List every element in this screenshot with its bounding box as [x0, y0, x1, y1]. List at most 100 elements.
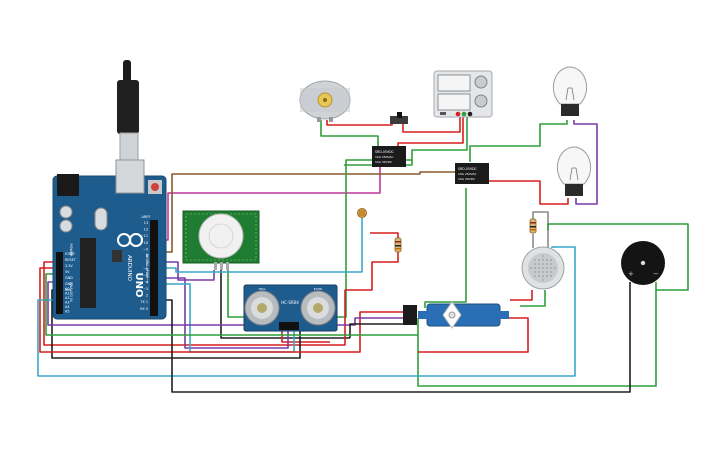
servo-body — [426, 303, 501, 327]
pin-label-digital_pins: RX 0 — [140, 307, 148, 311]
usb-cable-tip — [123, 60, 131, 84]
grille-dot — [534, 263, 536, 265]
grille-dot — [542, 275, 544, 277]
light-bulb-1[interactable] — [552, 66, 588, 116]
svg-text:SRD-05VDC: SRD-05VDC — [375, 150, 395, 154]
digital-header — [150, 220, 158, 316]
pin-label-digital_pins: ~6 — [143, 267, 148, 271]
arduino-aref-label: AREF — [141, 215, 150, 219]
atmega-chip — [80, 238, 96, 308]
svg-text:SRD-05VDC: SRD-05VDC — [458, 167, 478, 171]
pin-label-power_pins: GND — [65, 282, 73, 286]
ultrasonic-sensor[interactable]: HC-SR04 TRIG ECHO — [243, 284, 338, 332]
grille-dot — [534, 271, 536, 273]
wire-sound-blue — [37, 246, 576, 377]
grille-dot — [538, 271, 540, 273]
pin-label-digital_pins: 12 — [144, 228, 148, 232]
grille-dot — [546, 267, 548, 269]
bulb-base — [561, 104, 579, 116]
ultrasonic-trig-label: TRIG — [257, 287, 266, 291]
ultrasonic-transducer-right — [300, 290, 336, 326]
usb-cable — [117, 80, 139, 134]
sound-sensor[interactable] — [521, 246, 565, 290]
servo-connector — [403, 305, 417, 325]
bulb-glass — [552, 66, 588, 105]
wire-pir-purple — [160, 261, 215, 281]
svg-text:10A 30VDC: 10A 30VDC — [375, 160, 392, 164]
slide-switch[interactable] — [390, 112, 408, 124]
grille-dot — [534, 259, 536, 261]
microphone-grille — [530, 255, 556, 281]
arduino-brand: ARDUINO — [126, 255, 132, 282]
pin-label-power_pins: IOREF — [65, 252, 75, 256]
ultrasonic-model: HC-SR04 — [281, 300, 299, 305]
grille-dot — [534, 275, 536, 277]
grille-dot — [550, 275, 552, 277]
piezo-buzzer[interactable]: + − — [621, 241, 665, 285]
pin-label-analog_pins: A1 — [65, 292, 69, 296]
wires — [37, 115, 689, 393]
arduino-pin-labels: IOREFRESET3.3V5VGNDGNDVinA0A1A2A3A4A5131… — [65, 221, 148, 314]
wire-sound-red — [510, 290, 533, 301]
dc-motor[interactable] — [299, 80, 351, 122]
pin-label-digital_pins: ~3 — [143, 287, 148, 291]
pin-label-digital_pins: ~11 — [141, 234, 148, 238]
grille-dot — [550, 267, 552, 269]
wire-switch-to-supply — [402, 115, 461, 133]
pin-label-power_pins: 5V — [65, 270, 70, 274]
wire-pir-black — [220, 270, 350, 339]
wire-arduino-green-left — [45, 273, 418, 336]
ultrasonic-transducer-left — [244, 290, 280, 326]
wire-supply-green — [404, 115, 468, 161]
wire-motor-ground — [320, 120, 379, 150]
relay-1[interactable]: SRD-05VDC 10A 250VAC 10A 30VDC — [372, 146, 406, 167]
wire-ldr-red — [370, 232, 399, 240]
light-bulb-2[interactable] — [556, 146, 592, 196]
grille-dot — [534, 267, 536, 269]
grille-dot — [550, 271, 552, 273]
servo-motor[interactable] — [403, 301, 509, 329]
photoresistor[interactable] — [357, 208, 367, 218]
pin-label-power_pins: 3.3V — [65, 264, 73, 268]
wire-us-red — [281, 330, 330, 343]
resistor-ldr — [394, 237, 402, 253]
grille-dot — [542, 259, 544, 261]
arduino-model: UNO — [133, 273, 144, 298]
grille-dot — [542, 267, 544, 269]
wire-buzzer-black — [160, 282, 631, 393]
grille-dot — [550, 263, 552, 265]
dc-power-supply[interactable] — [433, 70, 493, 118]
relay-2[interactable]: SRD-05VDC 10A 250VAC 10A 30VDC — [455, 163, 489, 184]
pin-label-digital_pins: 4 — [146, 280, 148, 284]
arduino-uno[interactable]: ARDUINO UNO DIGITAL (PWM~) POWER ANALOG … — [52, 60, 167, 320]
pin-label-digital_pins: ~5 — [143, 274, 148, 278]
svg-text:10A 30VDC: 10A 30VDC — [458, 177, 475, 181]
pin-label-analog_pins: A4 — [65, 305, 69, 309]
switch-knob[interactable] — [397, 112, 402, 118]
pin-label-digital_pins: TX 1 — [139, 300, 148, 304]
bulb-glass — [556, 146, 592, 185]
usb-connector-metal — [119, 132, 139, 164]
pin-label-digital_pins: 2 — [146, 294, 148, 298]
pin-label-digital_pins: 13 — [144, 221, 148, 225]
wire-servo-red — [39, 267, 405, 353]
wire-lamp1-green — [469, 120, 568, 162]
svg-text:10A 250VAC: 10A 250VAC — [375, 155, 394, 159]
pir-sensor[interactable] — [182, 210, 260, 270]
pin-label-digital_pins: ~10 — [141, 241, 148, 245]
grille-dot — [542, 255, 544, 257]
grille-dot — [538, 263, 540, 265]
resistor-sound — [529, 218, 537, 234]
wire-ldr-blue — [160, 218, 363, 273]
wire-lamp1-to-lamp2 — [573, 120, 598, 205]
pin-label-power_pins: Vin — [65, 288, 70, 292]
pin-label-digital_pins: 7 — [146, 261, 148, 265]
ultrasonic-echo-label: ECHO — [314, 287, 323, 291]
relay-body — [455, 163, 489, 184]
wire-motor-to-supply — [326, 117, 398, 126]
grille-dot — [538, 275, 540, 277]
voltage-knob[interactable] — [474, 75, 488, 89]
grille-dot — [554, 267, 556, 269]
current-knob[interactable] — [474, 94, 488, 108]
